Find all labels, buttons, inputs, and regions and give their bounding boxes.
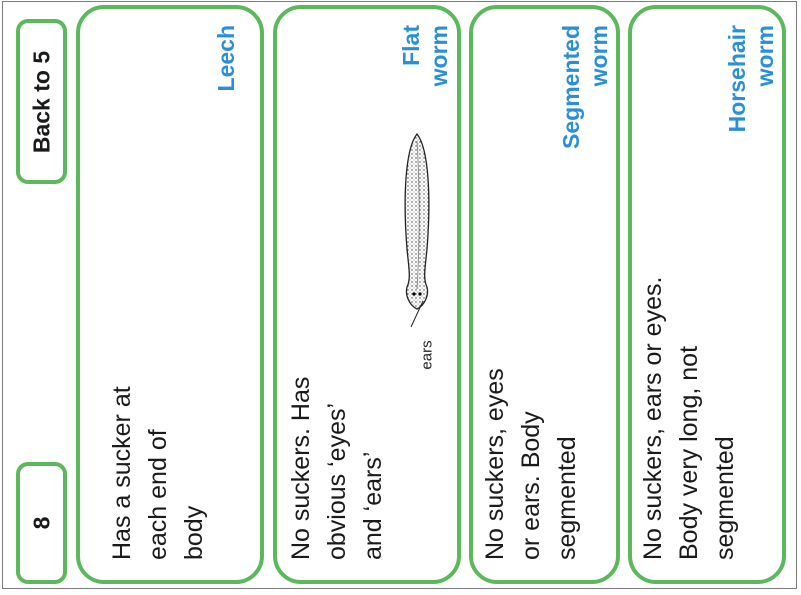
card-description-flat-worm: No suckers. Has obvious ‘eyes’ and ‘ears… bbox=[287, 376, 387, 560]
card-segmented-worm[interactable]: Segmented worm No suckers, eyes or ears.… bbox=[469, 5, 620, 584]
card-description-leech: Has a sucker at each end of body bbox=[108, 385, 208, 560]
key-number: 8 bbox=[28, 516, 54, 530]
card-flat-worm[interactable]: Flat worm No suckers. Has obvious ‘eyes’… bbox=[273, 5, 461, 584]
flatworm-illustration bbox=[404, 132, 430, 328]
card-name-segmented-worm: Segmented worm bbox=[557, 24, 612, 149]
card-description-horsehair-worm: No suckers, ears or eyes. Body very long… bbox=[639, 276, 739, 560]
back-to-5-label: Back to 5 bbox=[28, 50, 54, 153]
card-name-leech: Leech bbox=[213, 24, 239, 91]
card-horsehair-worm[interactable]: Horsehair worm No suckers, ears or eyes.… bbox=[628, 5, 786, 584]
card-description-segmented-worm: No suckers, eyes or ears. Body segmented bbox=[480, 367, 581, 560]
card-name-horsehair-worm: Horsehair worm bbox=[724, 24, 778, 132]
back-to-5-button[interactable]: Back to 5 bbox=[16, 19, 67, 184]
ears-label: ears bbox=[418, 339, 436, 370]
card-leech[interactable]: Leech Has a sucker at each end of body bbox=[76, 5, 264, 584]
key-number-box: 8 bbox=[16, 462, 67, 584]
